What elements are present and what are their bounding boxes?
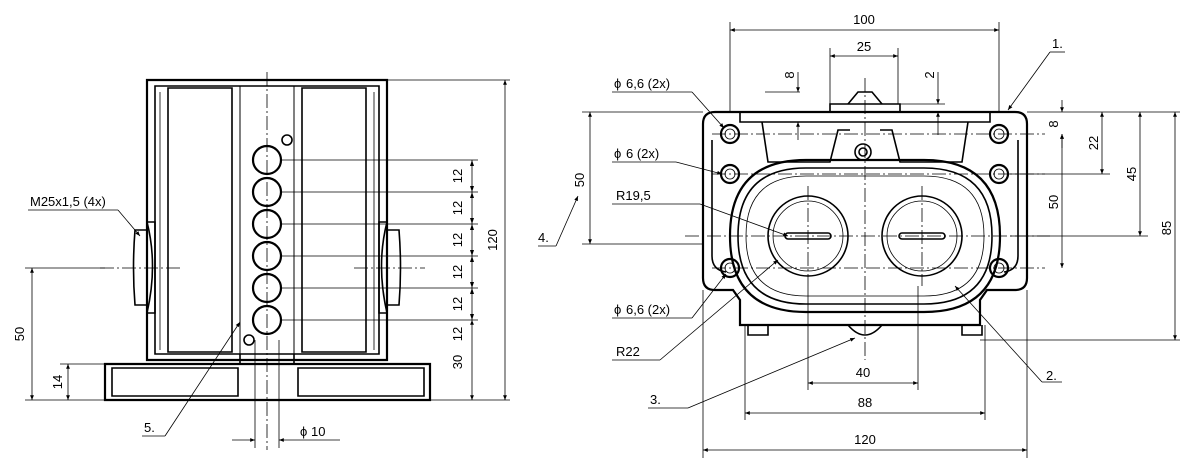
dim-14: 14: [50, 375, 65, 389]
dim-12-f: 12: [450, 327, 465, 341]
dim-50-left-front: 50: [572, 173, 587, 187]
dim-50-inner: 50: [1046, 195, 1061, 209]
hole-66-top-label: 6,6 (2x): [626, 76, 670, 91]
left-dimensions: [25, 79, 510, 448]
right-dimensions: [538, 22, 1180, 458]
dim-12-a: 12: [450, 169, 465, 183]
dim-2: 2: [922, 71, 937, 78]
dim-50-left: 50: [12, 327, 27, 341]
thread-label: M25x1,5 (4x): [30, 194, 106, 209]
dim-12-b: 12: [450, 201, 465, 215]
dim-40: 40: [856, 365, 870, 380]
phi-symbol-a: ϕ: [614, 76, 621, 91]
dim-12-e: 12: [450, 297, 465, 311]
hole-66-bottom-label: 6,6 (2x): [626, 302, 670, 317]
dim-22: 22: [1086, 136, 1101, 150]
dim-phi10: 10: [311, 424, 325, 439]
item-2-label: 2.: [1046, 368, 1057, 383]
dim-88: 88: [858, 395, 872, 410]
dim-8-side: 8: [1046, 120, 1061, 127]
hole-6-label: 6 (2x): [626, 146, 659, 161]
dim-100: 100: [853, 12, 875, 27]
item-3-label: 3.: [650, 392, 661, 407]
dim-12-c: 12: [450, 233, 465, 247]
dim-120-left: 120: [485, 229, 500, 251]
left-gland: [132, 221, 156, 314]
item-4-label: 4.: [538, 230, 549, 245]
phi-symbol-b: ϕ: [614, 146, 621, 161]
dim-12-d: 12: [450, 265, 465, 279]
phi-symbol-c: ϕ: [614, 302, 621, 317]
dim-8-top: 8: [782, 71, 797, 78]
dim-45: 45: [1124, 167, 1139, 181]
r22-label: R22: [616, 344, 640, 359]
item-5-label: 5.: [144, 420, 155, 435]
left-side-view: 12 12 12 12 12 12 30 120 50 14 ϕ 10 M25x…: [12, 72, 510, 450]
right-gland: [378, 221, 402, 314]
terminal-holes: [243, 134, 293, 346]
dim-phi10-symbol: ϕ: [300, 424, 307, 439]
dim-25: 25: [857, 39, 871, 54]
dim-120-bottom: 120: [854, 432, 876, 447]
item-1-label: 1.: [1052, 36, 1063, 51]
left-housing: [103, 78, 432, 402]
right-dim-texts: 100 25 8 2 8 50 22 45 85 50 40 88 120 ϕ …: [538, 12, 1174, 447]
dim-30: 30: [450, 355, 465, 369]
r195-label: R19,5: [616, 188, 651, 203]
right-front-view: 100 25 8 2 8 50 22 45 85 50 40 88 120 ϕ …: [538, 12, 1180, 458]
left-dim-texts: 12 12 12 12 12 12 30 120 50 14 ϕ 10 M25x…: [12, 169, 500, 439]
dim-85: 85: [1159, 221, 1174, 235]
